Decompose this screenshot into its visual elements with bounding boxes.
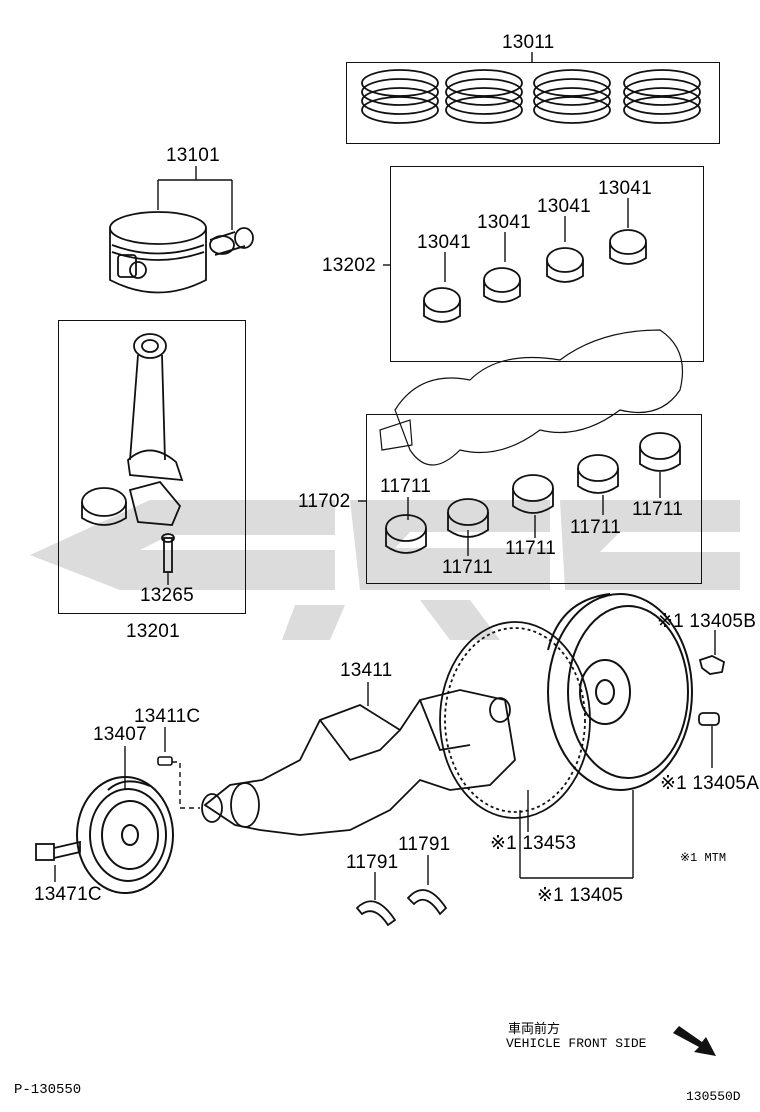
label-13405a: ※1 13405A <box>660 773 760 794</box>
label-11711-e: 11711 <box>632 499 684 520</box>
crank-bearing-frame <box>390 166 704 362</box>
pulley-bolt-drawing <box>35 840 81 861</box>
label-11711-c: 11711 <box>505 538 557 559</box>
label-11791-a: 11791 <box>398 834 451 855</box>
piston-rings-drawing <box>361 69 701 124</box>
label-11702: 11702 <box>298 491 351 512</box>
note-front-en: VEHICLE FRONT SIDE <box>506 1036 647 1051</box>
label-11791-b: 11791 <box>346 852 399 873</box>
key-drawing <box>157 756 173 766</box>
note-front-jp: 車両前方 <box>508 1022 561 1037</box>
footer-left-code: P-130550 <box>14 1082 82 1098</box>
piston-drawing <box>109 211 254 294</box>
label-13041-d: 13041 <box>598 178 652 199</box>
flywheel-bolt-pin-drawing <box>698 655 726 726</box>
main-bearing-frame <box>366 414 702 584</box>
label-13411c: 13411C <box>134 706 201 727</box>
label-13405b: ※1 13405B <box>657 611 757 632</box>
ring-gear-drawing <box>439 621 591 819</box>
crank-bearings-drawing <box>423 229 647 323</box>
note-mtm: ※1 MTM <box>680 851 727 865</box>
connecting-rod-drawing <box>81 333 184 573</box>
label-13411: 13411 <box>340 660 393 681</box>
flywheel-drawing <box>547 593 693 791</box>
label-13265: 13265 <box>140 585 194 606</box>
label-13201: 13201 <box>126 621 180 642</box>
thrust-washers-drawing <box>355 889 448 927</box>
conrod-frame <box>58 320 246 614</box>
crankshaft-outline <box>379 329 684 466</box>
label-11711-a: 11711 <box>380 476 432 497</box>
rings-frame <box>346 62 720 144</box>
label-13101: 13101 <box>166 145 220 166</box>
label-11711-b: 11711 <box>442 557 494 578</box>
label-13041-b: 13041 <box>477 212 531 233</box>
pulley-drawing <box>76 776 174 894</box>
label-11711-d: 11711 <box>570 517 622 538</box>
label-13407: 13407 <box>93 724 147 745</box>
label-13202: 13202 <box>322 255 376 276</box>
label-13011: 13011 <box>502 32 555 53</box>
label-13041-a: 13041 <box>417 232 471 253</box>
watermark <box>30 500 740 640</box>
main-bearings-drawing <box>385 432 681 554</box>
label-13453: ※1 13453 <box>490 833 577 854</box>
crankshaft-drawing <box>201 689 516 836</box>
label-13471c: 13471C <box>34 884 102 905</box>
footer-right-code: 130550D <box>686 1089 741 1104</box>
label-13405: ※1 13405 <box>537 885 624 906</box>
arrow-down-right-icon <box>673 1026 716 1056</box>
label-13041-c: 13041 <box>537 196 591 217</box>
